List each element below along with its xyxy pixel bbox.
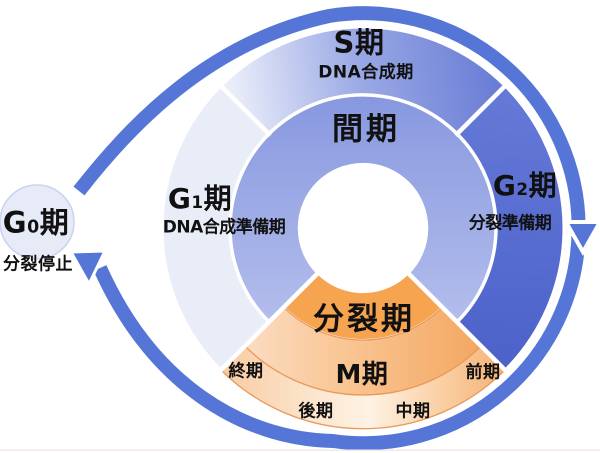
telophase-label: 終期 bbox=[228, 361, 264, 382]
separator-g1-m bbox=[217, 267, 324, 374]
separator-s-g2 bbox=[454, 82, 509, 137]
g2-phase-label: G2期 bbox=[492, 169, 558, 202]
mitosis-label: 分裂期 bbox=[313, 301, 415, 338]
g0-phase-sublabel: 分裂停止 bbox=[3, 254, 73, 275]
g2-phase-sublabel: 分裂準備期 bbox=[468, 213, 552, 234]
bottom-rule bbox=[0, 449, 600, 451]
s-phase-label: S期 bbox=[333, 25, 385, 60]
s-phase-sublabel: DNA合成期 bbox=[318, 62, 414, 83]
metaphase-label: 中期 bbox=[395, 401, 431, 422]
g0-circle bbox=[0, 184, 75, 260]
m-phase-label: M期 bbox=[335, 360, 389, 390]
prophase-label: 前期 bbox=[465, 362, 501, 383]
interphase-label: 間期 bbox=[332, 111, 400, 148]
g1-phase-label: G1期 bbox=[167, 182, 233, 215]
g0-phase-label: G0期 bbox=[2, 205, 70, 240]
anaphase-label: 後期 bbox=[298, 401, 334, 422]
separator-g2-m bbox=[402, 267, 509, 374]
separator-g1-s bbox=[217, 82, 272, 137]
direction-arrowhead-icon bbox=[562, 220, 600, 257]
g0-arrowhead-icon bbox=[68, 249, 108, 288]
g1-phase-sublabel: DNA合成準備期 bbox=[162, 217, 286, 238]
separator-interphase-arc bbox=[228, 93, 498, 324]
